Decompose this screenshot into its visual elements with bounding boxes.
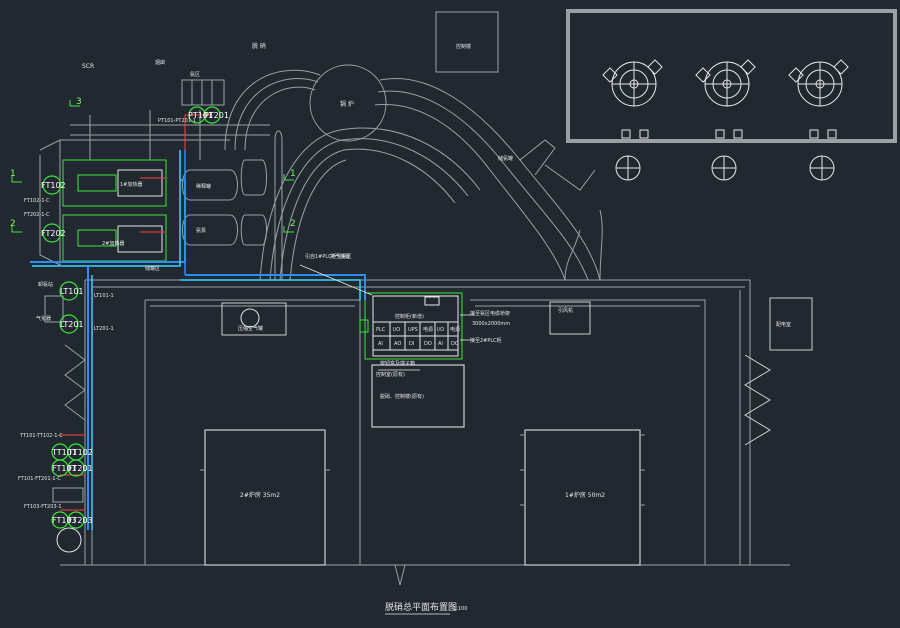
panel-io-2: AO [394,341,401,347]
instrument-tags: FT102 FT202 PT101 PT201 LT101 LT201 TT10… [41,111,229,525]
cable-tag-6: FT101-FT201-1-C [18,476,61,482]
section-mark-3: 3 [76,97,82,107]
top-room-label: 控制楼 [456,43,471,50]
panel-cell-5: I/O [437,327,444,333]
cable-tag-2: FT202-1-C [24,212,50,218]
tt102-tag: TT102 [67,448,93,457]
cable-tags: FT102-1-C FT202-1-C LT101-1 LT201-1 TT10… [18,118,196,510]
building-outline [60,279,790,586]
panel-title: 控制柜(新增) [395,313,424,320]
tt101-tag: TT101 [51,448,77,457]
dim-note: 3000x2000mm [472,321,510,327]
section-mark-1a: 1 [10,169,16,179]
cable-tag-5: TT101-TT102-1-C [19,433,63,439]
panel-io-6: DO [451,341,459,347]
boiler-flues [224,11,603,281]
drawing-title: 脱硝总平面布置图 [385,601,457,613]
left-equipment [39,79,270,503]
ft102-tag: FT102 [41,181,66,190]
ft103-tag: FT103 [52,516,77,525]
lt201-tag: LT201 [60,320,84,329]
heater1-label: 1#加热器 [120,181,142,188]
right-box-label: 引风机 [558,307,573,314]
ft202-tag: FT202 [41,229,66,238]
heater2-label: 2#加热器 [102,240,124,247]
ft201-tag: FT201 [68,464,93,473]
panel-cell-6: 电源 [450,326,460,333]
title-block: 脱硝总平面布置图 1:100 [385,601,467,615]
grid-ticks [200,434,645,506]
vessel-3 [788,59,849,181]
right-far-label: 配电室 [776,321,791,328]
cable-tag-3: LT101-1 [94,293,114,299]
panel-cell-3: UPS [408,327,418,333]
panel-note: 按钮盒及端子箱 [380,360,415,367]
left-station-label: 卸氨站 [38,281,53,288]
area-labels: SCR 脱 硝 锅 炉 控制楼 烟囱 氨区 1#加热器 2#加热器 稀释罐 氨泵… [36,42,791,499]
storage-label: 储罐区 [145,265,160,272]
cable-note-1: 引自1#PLC柜至氨区 [305,253,352,260]
pt101-tag: PT101 [188,111,213,120]
left-station2-label: 气化器 [36,315,51,322]
ammonia-area-label: 氨区 [190,71,200,78]
boiler-label: 锅 炉 [340,100,354,108]
north-label: 脱 硝 [252,42,266,50]
slot-label: 排气装置 [330,253,350,260]
cable-note-3: 接至2#PLC柜 [470,337,502,344]
room-outlines [204,364,641,566]
cable-tag-7: FT103-FT203-1 [24,504,62,510]
panel-io-1: AI [378,341,383,347]
vessel-1 [602,59,663,181]
plain-circles [56,308,260,553]
lt101-tag: LT101 [60,287,84,296]
green-frames [62,159,463,360]
room1-label: 1#炉房 50m2 [565,491,605,499]
control-room-label: 控制室(原有) [376,371,405,378]
instrument-bubbles [42,106,221,529]
cable-tag-8: PT101-PT201-1 [158,118,196,124]
leader-lines [299,264,475,371]
vessel-2 [695,59,756,181]
pipelines [30,150,366,530]
panel-cell-2: I/O [393,327,400,333]
panel-cell-1: PLC [376,327,386,333]
cable-note-2: 接至氨区电缆桥架 [470,310,510,317]
section-mark-labels: 1 2 1 2 3 [10,97,296,229]
white-inner-boxes [117,169,459,357]
mid-box-label: 压缩空气罐 [238,325,263,332]
vessel-label: 储氨罐 [498,155,513,162]
cable-tag-1: FT102-1-C [24,198,50,204]
cable-tag-4: LT201-1 [94,326,114,332]
room2-label: 2#炉房 35m2 [240,491,280,499]
ft203-tag: FT203 [68,516,93,525]
ft101-tag: FT101 [52,464,77,473]
detail-panel [566,9,897,181]
drawing-scale: 1:100 [453,606,467,612]
pt201-tag: PT201 [204,111,229,120]
workshop-label: 脱硝、控制楼(原有) [380,393,424,400]
scr-label: SCR [82,63,94,70]
section-mark-2a: 2 [10,219,16,229]
section-marks [11,100,294,233]
pump-label: 氨泵 [196,227,206,234]
panel-cell-4: 电源 [423,326,433,333]
right-equipment [221,297,813,446]
section-mark-2b: 2 [290,219,296,229]
dilute-tank-label: 稀释罐 [196,183,211,190]
panel-io-4: DO [424,341,432,347]
control-panel: 控制柜(新增) PLC I/O UPS 电源 I/O 电源 AI AO DI D… [376,313,460,367]
chimney-label: 烟囱 [155,59,165,66]
panel-io-3: DI [409,341,414,347]
section-mark-1b: 1 [290,169,296,179]
panel-io-5: AI [438,341,443,347]
